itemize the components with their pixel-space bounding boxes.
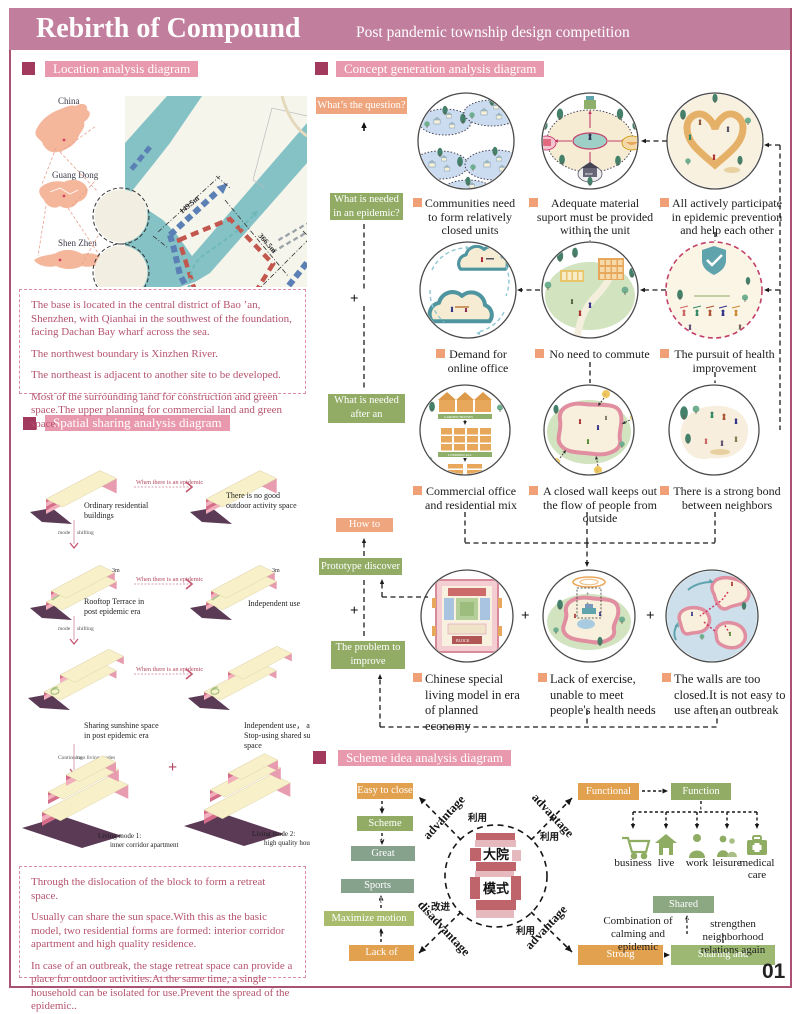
svg-text:c: c [597,468,599,473]
svg-text:利用: 利用 [467,812,487,824]
svg-text:When there is an epidemic: When there is an epidemic [136,479,203,486]
svg-text:China: China [58,96,80,106]
svg-text:shifting: shifting [77,625,94,632]
svg-text:Living mode 2:: Living mode 2: [252,830,295,838]
svg-text:3m: 3m [112,568,120,574]
svg-text:改进: 改进 [431,901,451,913]
svg-text:+: + [168,759,177,776]
svg-text:shifting: shifting [77,529,94,536]
svg-text:Living mode 1:: Living mode 1: [98,832,141,840]
svg-text:post epidemic era: post epidemic era [84,607,141,616]
svg-text:Stop-using shared sunshine: Stop-using shared sunshine [244,731,310,740]
svg-text:When there is an epidemic: When there is an epidemic [136,666,203,673]
svg-text:Independent use， and: Independent use， and [244,721,310,730]
svg-text:care: care [748,869,766,881]
svg-text:利用: 利用 [515,925,535,937]
svg-text:work: work [686,857,709,869]
svg-text:GARDEN HOUSES: GARDEN HOUSES [444,415,473,419]
svg-text:advantage: advantage [420,792,468,842]
svg-text:outdoor activity space: outdoor activity space [226,501,297,510]
svg-text:inner corridor apartment: inner corridor apartment [110,841,178,849]
svg-text:模式: 模式 [483,881,509,896]
svg-text:high quality housing: high quality housing [264,839,310,847]
svg-text:store: store [585,171,593,176]
svg-text:medical: medical [740,857,775,869]
svg-text:Ordinary residential: Ordinary residential [84,501,149,510]
svg-text:mode: mode [58,626,71,632]
svg-text:BLOCK: BLOCK [456,638,470,643]
svg-text:c: c [605,392,607,397]
svg-text:Independent use: Independent use [248,599,301,608]
svg-text:Guang Dong: Guang Dong [52,170,99,180]
svg-text:in post epidemic era: in post epidemic era [84,731,149,740]
svg-text:大院: 大院 [483,847,509,862]
svg-text:business: business [614,857,651,869]
svg-text:mode: mode [58,530,71,536]
svg-text:live: live [658,857,675,869]
svg-text:COMMERCIAL: COMMERCIAL [448,453,472,457]
svg-text:When there is an epidemic: When there is an epidemic [136,576,203,583]
svg-text:buildings: buildings [84,511,114,520]
svg-text:3m: 3m [272,568,280,574]
svg-text:利用: 利用 [539,831,559,843]
svg-text:space: space [244,741,262,750]
svg-text:Sharing sunshine space: Sharing sunshine space [84,721,159,730]
svg-text:There is no good: There is no good [226,491,280,500]
svg-text:Rooftop Terrace in: Rooftop Terrace in [84,597,144,606]
svg-text:leisure: leisure [712,857,741,869]
